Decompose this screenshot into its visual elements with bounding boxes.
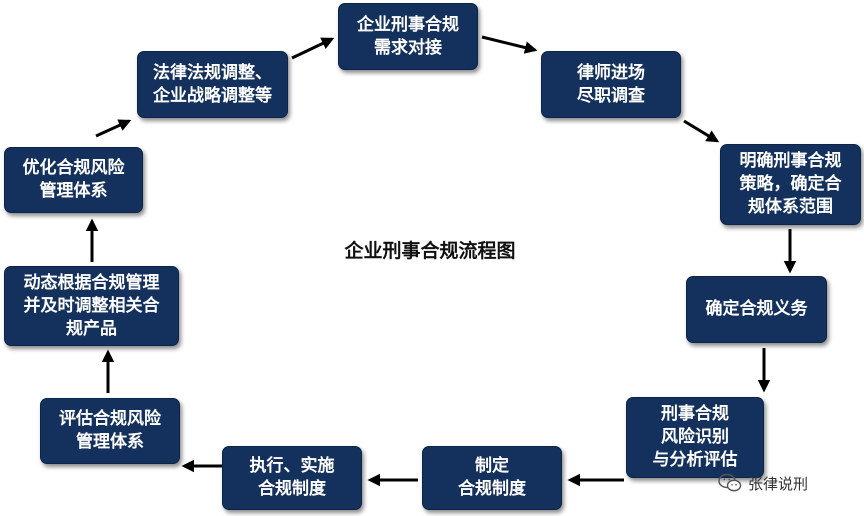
step-evaluate: 评估合规风险 管理体系	[40, 398, 180, 464]
step-law-change: 法律法规调整、 企业战略调整等	[137, 51, 288, 118]
arrow-law-to-demand	[291, 37, 335, 60]
watermark: 张律说刑	[718, 470, 808, 496]
step-implement: 执行、实施 合规制度	[222, 446, 362, 510]
watermark-text: 张律说刑	[748, 474, 809, 493]
arrow-optimize-to-law	[95, 119, 132, 138]
arrow-diligence-to-strategy	[683, 119, 720, 143]
step-strategy: 明确刑事合规 策略，确定合 规体系范围	[720, 144, 861, 225]
diagram-title: 企业刑事合规流程图	[344, 240, 516, 262]
step-formulate: 制定 合规制度	[422, 446, 562, 510]
wechat-icon	[718, 473, 742, 492]
step-optimize: 优化合规风险 管理体系	[4, 147, 143, 213]
step-due-diligence: 律师进场 尽职调查	[541, 51, 681, 118]
step-adjust: 动态根据合规管理 并及时调整相关合 规产品	[4, 266, 179, 346]
step-obligations: 确定合规义务	[686, 276, 827, 343]
step-demand: 企业刑事合规 需求对接	[338, 3, 478, 70]
step-risk-identify: 刑事合规 风险识别 与分析评估	[626, 397, 764, 478]
arrow-demand-to-diligence	[481, 35, 538, 54]
